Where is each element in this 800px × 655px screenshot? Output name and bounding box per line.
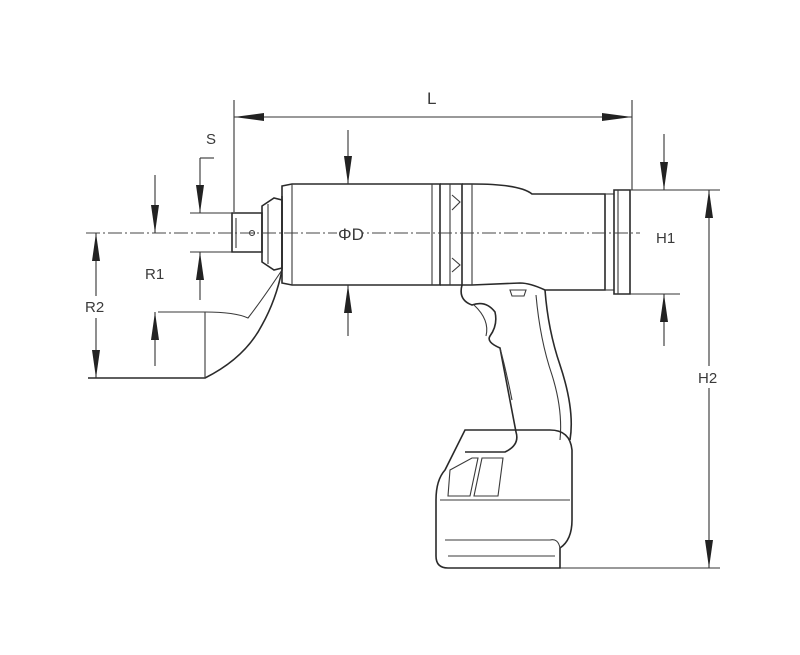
arrow-head: [196, 252, 204, 280]
arrow-head: [705, 540, 713, 568]
arrow-head: [660, 162, 668, 190]
label-r1: R1: [145, 266, 164, 283]
arrow-head: [92, 350, 100, 378]
arrow-head: [344, 285, 352, 313]
handle-back: [544, 289, 573, 441]
reaction-arm: [88, 196, 283, 379]
arrow-head: [151, 205, 159, 233]
label-l: L: [427, 89, 436, 108]
tool-outline: [88, 183, 631, 569]
battery-pack: [435, 429, 573, 569]
arrow-head: [344, 156, 352, 184]
label-h2: H2: [698, 370, 717, 387]
transition-ring: [440, 183, 463, 286]
arrow-head: [705, 190, 713, 218]
label-r2: R2: [85, 299, 104, 316]
label-diameter: ΦD: [338, 225, 364, 244]
dimensions: [92, 100, 720, 569]
arrow-head: [234, 113, 264, 121]
motor-housing: [462, 183, 606, 291]
arrow-head: [151, 312, 159, 340]
rear-cap: [613, 189, 631, 295]
arrow-head: [602, 113, 632, 121]
arrow-head: [196, 185, 204, 213]
arrow-head: [660, 294, 668, 322]
arrow-head: [92, 233, 100, 261]
label-h1: H1: [656, 230, 675, 247]
handle-front: [460, 284, 518, 453]
label-s: S: [206, 131, 216, 148]
flange: [261, 197, 283, 271]
